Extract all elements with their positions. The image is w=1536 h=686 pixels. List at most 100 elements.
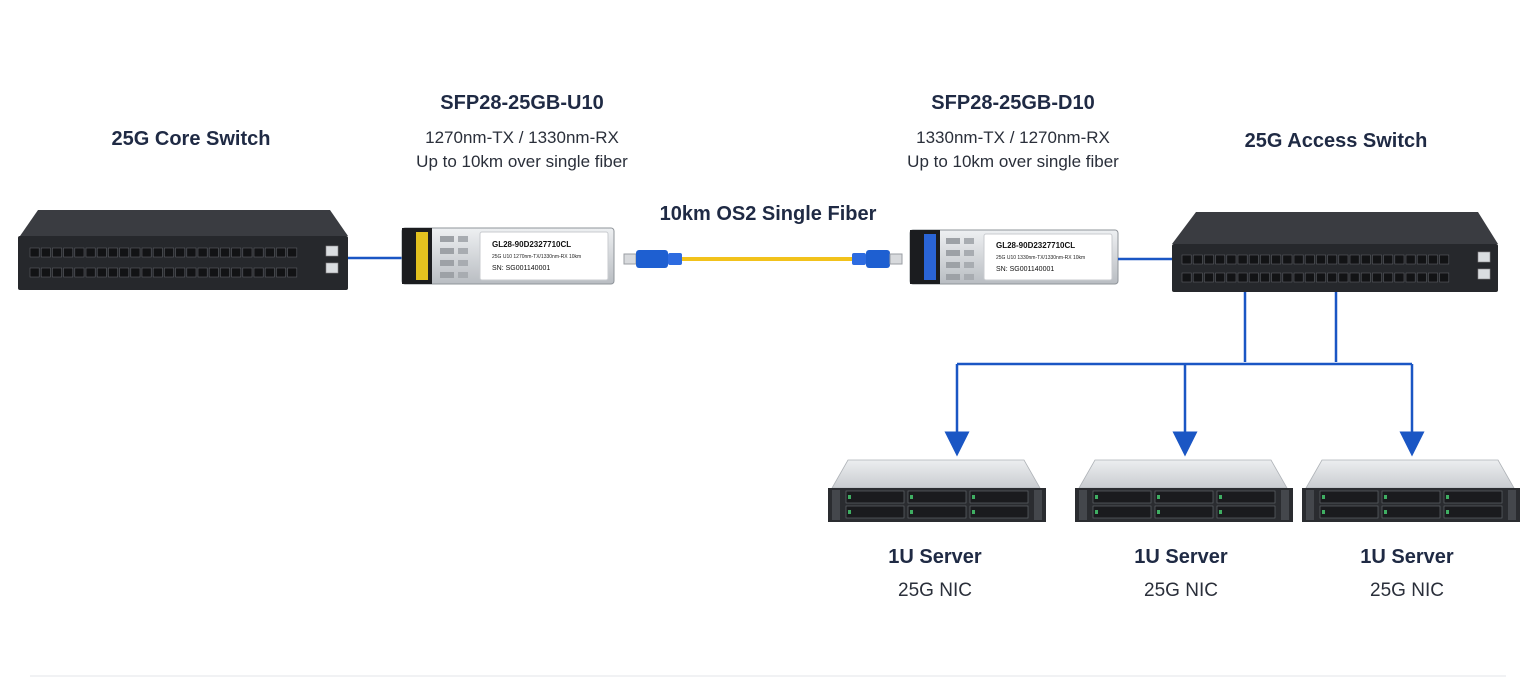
core-switch-top	[20, 210, 348, 236]
sfp-port	[1215, 254, 1226, 265]
sfp-port	[1372, 254, 1382, 265]
module-d10-blue-tab	[924, 234, 936, 280]
sfp-port	[1293, 254, 1304, 265]
drive-led	[1446, 510, 1449, 514]
sfp-port	[1304, 272, 1315, 283]
sfp-port	[231, 267, 242, 278]
sfp-port	[1416, 272, 1427, 283]
module-u10-fins	[440, 236, 468, 278]
sfp-port	[1181, 272, 1192, 283]
core-switch-front	[18, 236, 348, 290]
sfp-port	[1383, 272, 1394, 283]
sfp-port	[1360, 272, 1371, 283]
sfp-port	[1316, 254, 1326, 265]
module-u10-wavelengths: 1270nm-TX / 1330nm-RX	[425, 128, 619, 147]
drive-bay	[907, 490, 967, 504]
sfp-port	[108, 247, 118, 258]
connector-right-ferrule	[889, 253, 903, 265]
sfp-port	[1405, 254, 1416, 265]
sfp-port	[1405, 272, 1416, 283]
sfp-port	[253, 267, 264, 278]
server-3-title: 1U Server	[1360, 546, 1454, 568]
drive-led	[1157, 510, 1160, 514]
sfp-port	[1349, 254, 1360, 265]
drive-bay	[1216, 490, 1276, 504]
sfp-port	[175, 267, 186, 278]
drive-bay	[1319, 505, 1379, 519]
drive-bay	[969, 490, 1029, 504]
rj45-port	[325, 245, 339, 257]
sfp-port	[276, 267, 286, 278]
distribution-wiring	[944, 292, 1425, 457]
server-top	[1078, 459, 1288, 489]
sfp-port	[231, 247, 242, 258]
server-1-nic: 25G NIC	[898, 580, 972, 601]
rj45-port	[1477, 268, 1491, 280]
sfp-port	[29, 247, 40, 258]
sfp-port	[1226, 272, 1237, 283]
sfp-port	[220, 267, 230, 278]
fiber-cable	[623, 250, 903, 268]
server-2-title: 1U Server	[1134, 546, 1228, 568]
drive-bay	[1092, 490, 1152, 504]
server-3	[1302, 459, 1520, 522]
sfp-port	[52, 247, 62, 258]
module-d10-label-sn: SN: SG001140001	[996, 266, 1054, 273]
sfp-port	[1349, 272, 1360, 283]
sfp-port	[242, 267, 253, 278]
sfp-port	[1260, 254, 1270, 265]
sfp-port	[1192, 254, 1203, 265]
drive-led	[1384, 510, 1387, 514]
server-rack-ear	[1306, 490, 1314, 520]
module-u10-model: SFP28-25GB-U10	[440, 92, 604, 114]
sfp-port	[175, 247, 186, 258]
core-switch	[18, 210, 348, 290]
sfp-port	[287, 247, 298, 258]
sfp-port	[119, 247, 130, 258]
sfp-port	[1204, 272, 1214, 283]
sfp-port	[108, 267, 118, 278]
sfp-port	[1394, 254, 1405, 265]
module-d10-label-pn: GL28-90D2327710CL	[996, 241, 1075, 250]
drive-led	[848, 510, 851, 514]
sfp-port	[1192, 272, 1203, 283]
server-rack-ear	[1508, 490, 1516, 520]
sfp-port	[152, 267, 163, 278]
sfp-port	[1316, 272, 1326, 283]
drive-led	[1157, 495, 1160, 499]
sfp-port	[197, 247, 208, 258]
drive-led	[1446, 495, 1449, 499]
drive-bay	[1154, 490, 1214, 504]
connector-right	[866, 250, 890, 268]
sfp-port	[208, 267, 219, 278]
sfp-port	[1304, 254, 1315, 265]
drive-led	[910, 510, 913, 514]
drive-bay	[1154, 505, 1214, 519]
connector-right-boot	[852, 253, 866, 265]
rj45-port	[325, 262, 339, 274]
sfp-port	[186, 247, 197, 258]
rj45-port	[1477, 251, 1491, 263]
module-u10-yellow-tab	[416, 232, 428, 280]
sfp-port	[63, 267, 74, 278]
server-top	[831, 459, 1041, 489]
sfp-port	[74, 247, 85, 258]
connector-left	[636, 250, 668, 268]
module-d10-label-desc: 25G U10 1330nm-TX/1330nm-RX 10km	[996, 255, 1085, 261]
access-switch	[1172, 212, 1498, 292]
drive-bay	[1319, 490, 1379, 504]
module-u10-label	[479, 231, 609, 281]
sfp-port	[96, 247, 107, 258]
fiber-label: 10km OS2 Single Fiber	[659, 203, 877, 225]
server-top	[1305, 459, 1515, 489]
sfp-port	[1360, 254, 1371, 265]
sfp-port	[1428, 272, 1438, 283]
sfp-port	[1282, 272, 1293, 283]
sfp-port	[141, 267, 152, 278]
access-switch-front	[1172, 244, 1498, 292]
sfp-port	[1181, 254, 1192, 265]
sfp-port	[1248, 254, 1259, 265]
sfp-port	[1271, 254, 1282, 265]
sfp-port	[287, 267, 298, 278]
sfp-port	[1293, 272, 1304, 283]
